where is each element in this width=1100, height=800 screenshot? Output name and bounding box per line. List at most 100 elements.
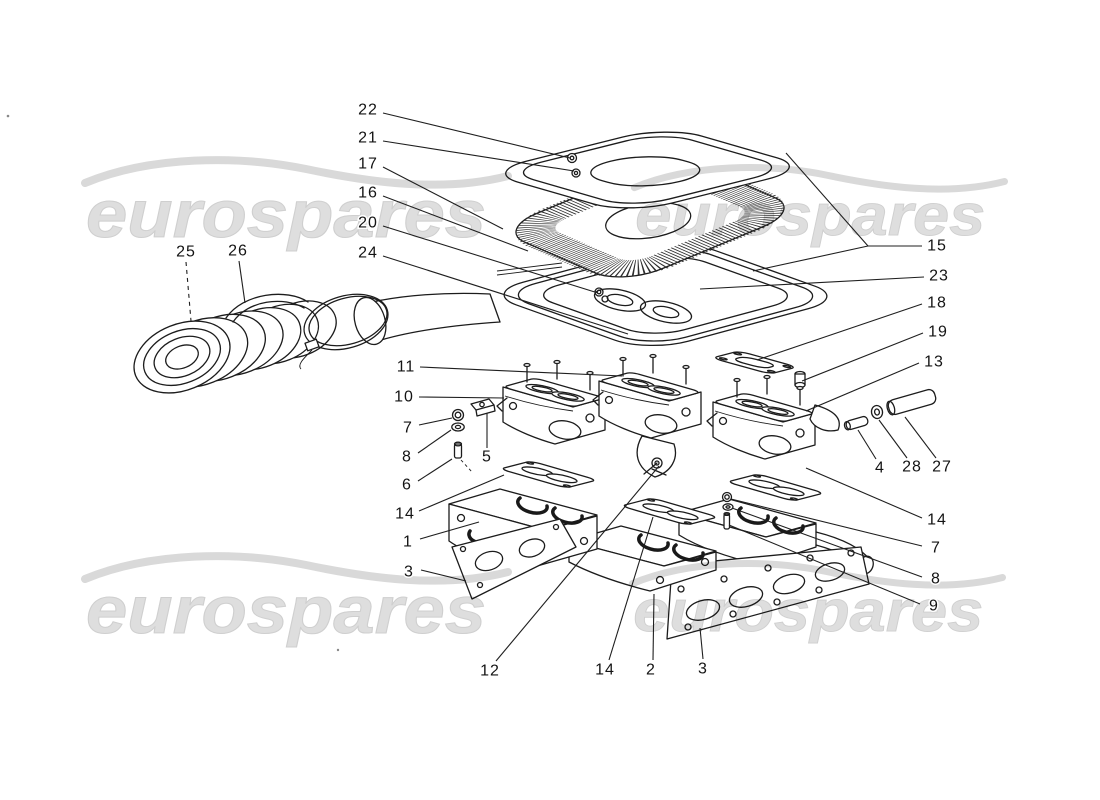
bolt-shaft (845, 415, 869, 431)
spacer-gasket-hole (732, 356, 778, 368)
cover-raised-panel (570, 151, 721, 191)
throttle-shaft-center (654, 460, 660, 466)
base-pan-rod (496, 266, 563, 276)
callout-16: 16 (357, 183, 529, 252)
callout-8r: 8 (731, 507, 941, 589)
base-pan-rod (496, 262, 563, 272)
washer-hole (725, 505, 731, 509)
carburetor-2 (592, 353, 702, 439)
part-number-14b: 14 (595, 662, 615, 679)
part-number-7l: 7 (403, 420, 413, 437)
hose-mouth-inner (143, 327, 221, 387)
callout-7r: 7 (730, 498, 941, 558)
leader-line-10 (418, 396, 505, 399)
part-number-3b: 3 (698, 661, 708, 678)
washer-hole (873, 408, 881, 416)
part-number-15: 15 (927, 238, 947, 255)
base-pan-arm (367, 292, 501, 341)
cover-screw-slot (569, 155, 575, 161)
callout-14l: 14 (394, 474, 505, 524)
part-number-13: 13 (924, 354, 944, 371)
leader-line-25 (185, 261, 192, 322)
stud-top (723, 511, 731, 517)
part-number-17: 17 (358, 156, 378, 173)
leader-line-4 (857, 429, 877, 460)
part-number-2: 2 (646, 662, 656, 679)
hose-mouth (133, 320, 231, 394)
part-number-22: 22 (358, 102, 378, 119)
leader-line-20 (382, 225, 599, 294)
part-number-14r: 14 (927, 512, 947, 529)
callout-25: 25 (175, 242, 196, 322)
pan-throat-opening (639, 300, 693, 324)
part-number-8r: 8 (931, 571, 941, 588)
leader-line-8r (731, 507, 923, 578)
fuel-hose-body (887, 388, 937, 416)
part-number-4: 4 (875, 460, 885, 477)
part-number-28: 28 (902, 459, 922, 476)
stud (723, 513, 731, 530)
part-number-5: 5 (482, 449, 492, 466)
stud-top (453, 441, 463, 447)
leader-line-17 (382, 166, 504, 230)
callout-28: 28 (878, 419, 922, 477)
spacer-gasket (712, 351, 797, 374)
stud-hidden-line (460, 459, 473, 473)
callout-11: 11 (395, 357, 623, 377)
leader-line-13 (805, 362, 920, 412)
leader-line-15 (785, 152, 869, 247)
leader-line-1 (419, 521, 480, 540)
callout-14r: 14 (805, 467, 947, 530)
callout-14b: 14 (594, 516, 654, 680)
hose-mouth-inner (165, 344, 199, 370)
callout-18: 18 (756, 293, 947, 361)
gasket-port-hole (518, 538, 546, 558)
callout-3l: 3 (403, 562, 467, 582)
part-number-18: 18 (927, 295, 947, 312)
spacer-gasket-bolt-hole (733, 352, 743, 355)
manifold-port (772, 516, 805, 535)
part-number-27: 27 (932, 459, 952, 476)
manifold-port (516, 496, 549, 515)
washer (870, 404, 884, 420)
leader-line-22 (382, 112, 571, 159)
callout-1: 1 (402, 521, 480, 552)
callout-4: 4 (857, 429, 885, 478)
callout-22: 22 (357, 100, 571, 159)
leader-line-3l (420, 569, 467, 582)
manifold-port (551, 506, 584, 525)
washer (722, 503, 734, 511)
cover-screw-slot (573, 170, 579, 176)
part-number-6: 6 (402, 477, 412, 494)
part-number-3l: 3 (404, 564, 414, 581)
part-number-20: 20 (358, 215, 378, 232)
watermark-bottom-left (85, 556, 508, 648)
gasket-bolt-hole (459, 545, 467, 553)
callout-6: 6 (401, 458, 453, 495)
carburetor-3-linkage (809, 404, 840, 432)
part-number-16: 16 (358, 185, 378, 202)
hose-strap (225, 293, 309, 319)
leader-line-23 (699, 276, 925, 290)
callout-24: 24 (357, 243, 629, 335)
washer-hole (454, 424, 462, 430)
part-number-14l: 14 (395, 506, 415, 523)
callout-23: 23 (699, 266, 949, 290)
clamp-ring-inner (308, 295, 388, 347)
callout-12: 12 (479, 465, 660, 681)
callout-5: 5 (481, 413, 492, 467)
clamp-screw (304, 338, 320, 352)
callout-20: 20 (357, 213, 599, 294)
part-number-25: 25 (176, 244, 196, 261)
spacer-gasket-bolt-hole (718, 357, 728, 360)
nut (721, 491, 733, 503)
part-number-8l: 8 (402, 449, 412, 466)
manifold-right-body (678, 512, 817, 566)
leader-line-9 (728, 524, 921, 605)
leader-line-28 (878, 419, 908, 459)
leader-line-15 (752, 245, 869, 272)
part-number-23: 23 (929, 268, 949, 285)
